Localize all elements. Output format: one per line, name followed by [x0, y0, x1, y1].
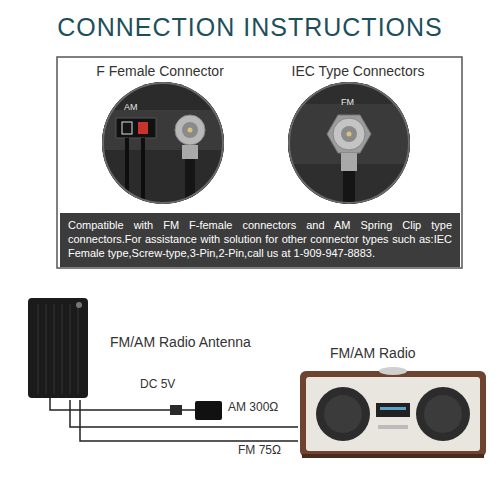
signal-label: DC 5V: [140, 377, 175, 391]
instruction-frame: [57, 57, 462, 268]
circle-shape: [175, 115, 205, 145]
connector-photo: FM: [288, 82, 410, 204]
circle-shape: [103, 83, 223, 203]
ellipse-shape: [379, 367, 407, 375]
power-adapter: [195, 401, 222, 420]
circle-shape: [347, 132, 352, 137]
rect-shape: [341, 153, 357, 171]
usb-plug: [170, 405, 182, 415]
circle-shape: [424, 395, 462, 433]
polygon-shape: [327, 115, 371, 153]
diagram-title: CONNECTION INSTRUCTIONS: [0, 13, 500, 42]
rect-shape: [28, 298, 88, 398]
circle-shape: [289, 83, 409, 203]
connector-panel: IEC Type ConnectorsFM: [258, 60, 458, 210]
path-shape: [38, 304, 78, 394]
rect-shape: [302, 454, 484, 458]
node-text: F Female Connector: [60, 63, 260, 79]
connector-panel: F Female ConnectorAM: [60, 60, 260, 210]
rect-shape: [378, 425, 408, 429]
rect-shape: [380, 407, 406, 410]
cable-label: AM 300Ω: [228, 400, 278, 414]
node-text: Compatible with FM F-female connectors a…: [60, 213, 460, 265]
rect-shape: [116, 118, 156, 138]
circle-shape: [416, 387, 470, 441]
node-text: FM/AM Radio: [330, 345, 416, 361]
rect-shape: [376, 403, 410, 417]
node-text: AM: [124, 102, 138, 112]
svg-shape: [25, 296, 91, 400]
circle-shape: [188, 128, 193, 133]
power-wire: [182, 409, 195, 411]
path-shape: [127, 138, 143, 204]
rect-shape: [102, 82, 224, 204]
signal-cable: [70, 400, 298, 427]
rect-shape: [138, 122, 148, 134]
rect-shape: [343, 171, 355, 204]
node-text: IEC Type Connectors: [258, 63, 458, 79]
cable-label: FM 75Ω: [238, 443, 281, 457]
rect-shape: [288, 82, 410, 204]
circle-shape: [341, 126, 357, 142]
signal-cable: [80, 400, 298, 441]
svg-shape: [102, 82, 224, 204]
circle-shape: [316, 387, 370, 441]
connector-photo: AM: [102, 82, 224, 204]
rect-shape: [122, 122, 132, 134]
node-text: FM/AM Radio Antenna: [110, 334, 251, 350]
node-text: FM: [341, 97, 354, 107]
rect-shape: [300, 371, 486, 457]
info-band: Compatible with FM F-female connectors a…: [60, 213, 460, 267]
rect-shape: [102, 110, 224, 150]
circle-shape: [333, 118, 365, 150]
circle-shape: [76, 302, 82, 308]
svg-shape: [298, 363, 488, 460]
power-wire: [50, 398, 170, 410]
circle-shape: [324, 395, 362, 433]
circle-shape: [182, 122, 198, 138]
rect-shape: [182, 145, 198, 159]
radio-device: FM/AM Radio: [298, 345, 488, 460]
rect-shape: [306, 377, 480, 451]
